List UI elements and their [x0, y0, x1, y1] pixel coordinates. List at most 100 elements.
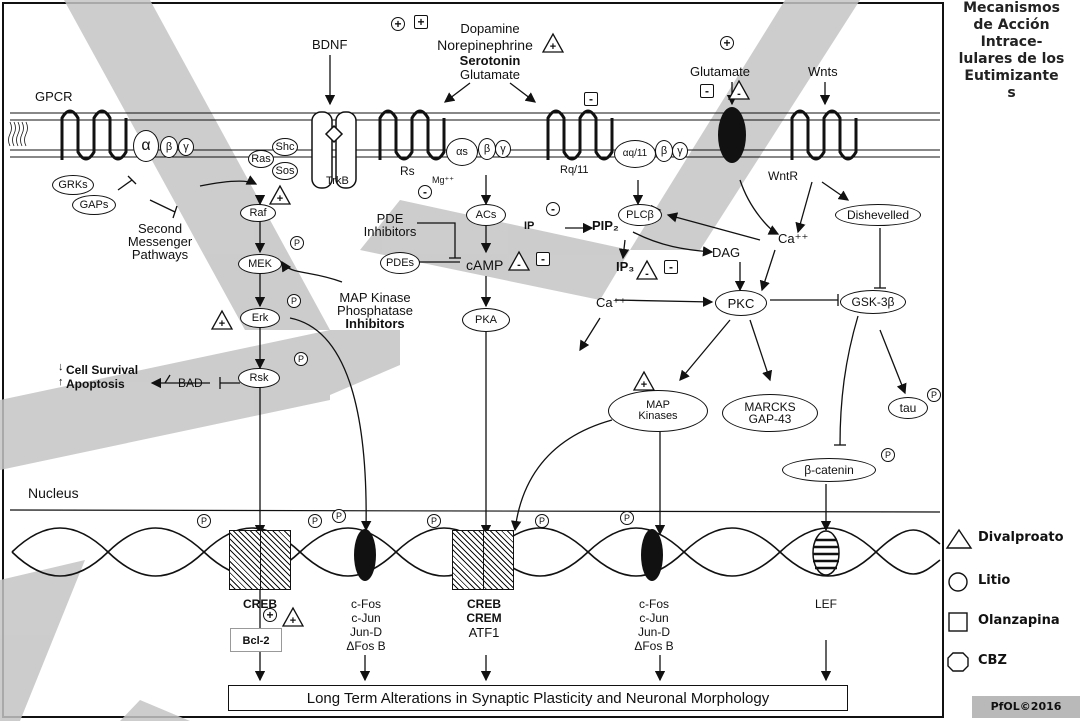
sos-node: Sos	[272, 162, 298, 180]
creb-crem-line-1: CREB	[467, 598, 501, 611]
ca-right-label: Ca⁺⁺	[778, 232, 808, 246]
acs-node: ACs	[466, 204, 506, 226]
p-marker-crem-right: P	[535, 514, 549, 528]
litio-plus-icon: +	[720, 36, 734, 50]
dishevelled-node: Dishevelled	[835, 204, 921, 226]
title-line-5: Eutimizante	[940, 68, 1083, 85]
gsk3b-node: GSK-3β	[840, 290, 906, 314]
square-icon	[945, 611, 973, 633]
shc-node: Shc	[272, 138, 298, 156]
olanzapina-minus-icon: -	[700, 84, 714, 98]
pkc-node: PKC	[715, 290, 767, 316]
rq-beta: β	[655, 140, 673, 162]
ras-node: Ras	[248, 150, 274, 168]
copyright-badge: PfOL©2016	[972, 696, 1080, 718]
cfos-factor-2	[641, 529, 663, 581]
legend-label: Divalproato	[978, 530, 1064, 545]
alpha-s: αs	[446, 138, 478, 166]
wntr-label: WntR	[768, 170, 798, 183]
rs-beta: β	[478, 138, 496, 160]
rsk-node: Rsk	[238, 368, 280, 388]
triangle-icon	[945, 528, 973, 550]
cfos1-line-4: ΔFos B	[346, 640, 385, 653]
ip3-label: IP₃	[616, 260, 634, 274]
creb-crem-box	[452, 530, 514, 590]
glutamate-channel	[718, 107, 746, 163]
legend-divalproato: Divalproato	[945, 528, 1083, 550]
mg-label: Mg⁺⁺	[432, 176, 454, 185]
slide-title: Mecanismos de Acción Intrace- lulares de…	[940, 0, 1083, 102]
rq-gamma: γ	[672, 142, 688, 160]
nucleus-membrane	[10, 510, 940, 512]
apoptosis-label: Apoptosis	[66, 378, 125, 391]
legend-label: CBZ	[978, 653, 1007, 668]
rq11-label: Rq/11	[560, 165, 589, 177]
olanzapina-minus-icon: -	[584, 92, 598, 106]
footer-box: Long Term Alterations in Synaptic Plasti…	[228, 685, 848, 711]
marcks-node: MARCKS GAP-43	[722, 394, 818, 432]
glutamate-label: Glutamate	[690, 65, 750, 79]
olanzapina-plus-icon: +	[414, 15, 428, 29]
wnts-label: Wnts	[808, 65, 838, 79]
plcb-node: PLCβ	[618, 204, 662, 226]
down-arrow-icon: ↓	[58, 362, 64, 374]
title-line-3: Intrace-	[940, 34, 1083, 51]
cfos-factor-1	[354, 529, 376, 581]
tau-node: tau	[888, 397, 928, 419]
trkb-label: TrkB	[326, 176, 349, 188]
marcks-line-2: GAP-43	[749, 413, 792, 425]
rs-gamma: γ	[495, 140, 511, 158]
dag-label: DAG	[712, 246, 740, 260]
cfos2-line-4: ΔFos B	[634, 640, 673, 653]
pip2-label: PIP₂	[592, 219, 619, 233]
map-inhib-3: Inhibitors	[345, 317, 404, 331]
cfos2-line-2: c-Jun	[639, 612, 668, 625]
b-catenin-node: β-catenin	[782, 458, 876, 482]
legend-label: Litio	[978, 573, 1010, 588]
pka-node: PKA	[462, 308, 510, 332]
creb-crem-line-2: CREM	[466, 612, 501, 625]
legend-olanzapina: Olanzapina	[945, 611, 1083, 633]
p-marker-tau: P	[927, 388, 941, 402]
bcl2-box: Bcl-2	[230, 628, 282, 652]
raf-node: Raf	[240, 204, 276, 222]
p-marker-rsk: P	[294, 352, 308, 366]
erk-node: Erk	[240, 308, 280, 328]
p-marker-bcatenin: P	[881, 448, 895, 462]
second-messenger-3: Pathways	[132, 248, 188, 262]
legend-cbz: CBZ	[945, 651, 1083, 673]
circle-icon	[945, 571, 973, 593]
title-line-2: de Acción	[940, 17, 1083, 34]
p-marker-creb-right: P	[308, 514, 322, 528]
ip-label: IP	[524, 221, 534, 233]
gpcr-alpha: α	[133, 130, 159, 162]
map-kinases-node: MAP Kinases	[608, 390, 708, 432]
gpcr-beta: β	[160, 136, 178, 158]
legend-litio: Litio	[945, 571, 1083, 593]
rs-label: Rs	[400, 165, 415, 178]
ca-left-label: Ca⁺⁺	[596, 296, 626, 310]
grks-node: GRKs	[52, 175, 94, 195]
up-arrow-icon: ↑	[58, 377, 64, 389]
legend-label: Olanzapina	[978, 613, 1060, 628]
mek-node: MEK	[238, 254, 282, 274]
bdnf-label: BDNF	[312, 38, 347, 52]
litio-minus-icon: -	[418, 185, 432, 199]
gpcr-label: GPCR	[35, 90, 73, 104]
p-marker-creb-left: P	[197, 514, 211, 528]
cbz-minus-icon: -	[536, 252, 550, 266]
p-marker-crem-left: P	[427, 514, 441, 528]
cfos1-line-1: c-Fos	[351, 598, 381, 611]
title-line-1: Mecanismos	[940, 0, 1083, 17]
pde-inhib-2: Inhibitors	[364, 225, 417, 239]
litio-plus-icon: +	[391, 17, 405, 31]
creb-box	[229, 530, 291, 590]
nucleus-label: Nucleus	[28, 486, 79, 501]
octagon-icon	[945, 651, 973, 673]
ligand-norepinephrine: Norepinephrine	[437, 38, 533, 53]
cbz-minus-icon: -	[664, 260, 678, 274]
title-line-6: s	[940, 85, 1083, 102]
alpha-q11: αq/11	[614, 140, 656, 168]
